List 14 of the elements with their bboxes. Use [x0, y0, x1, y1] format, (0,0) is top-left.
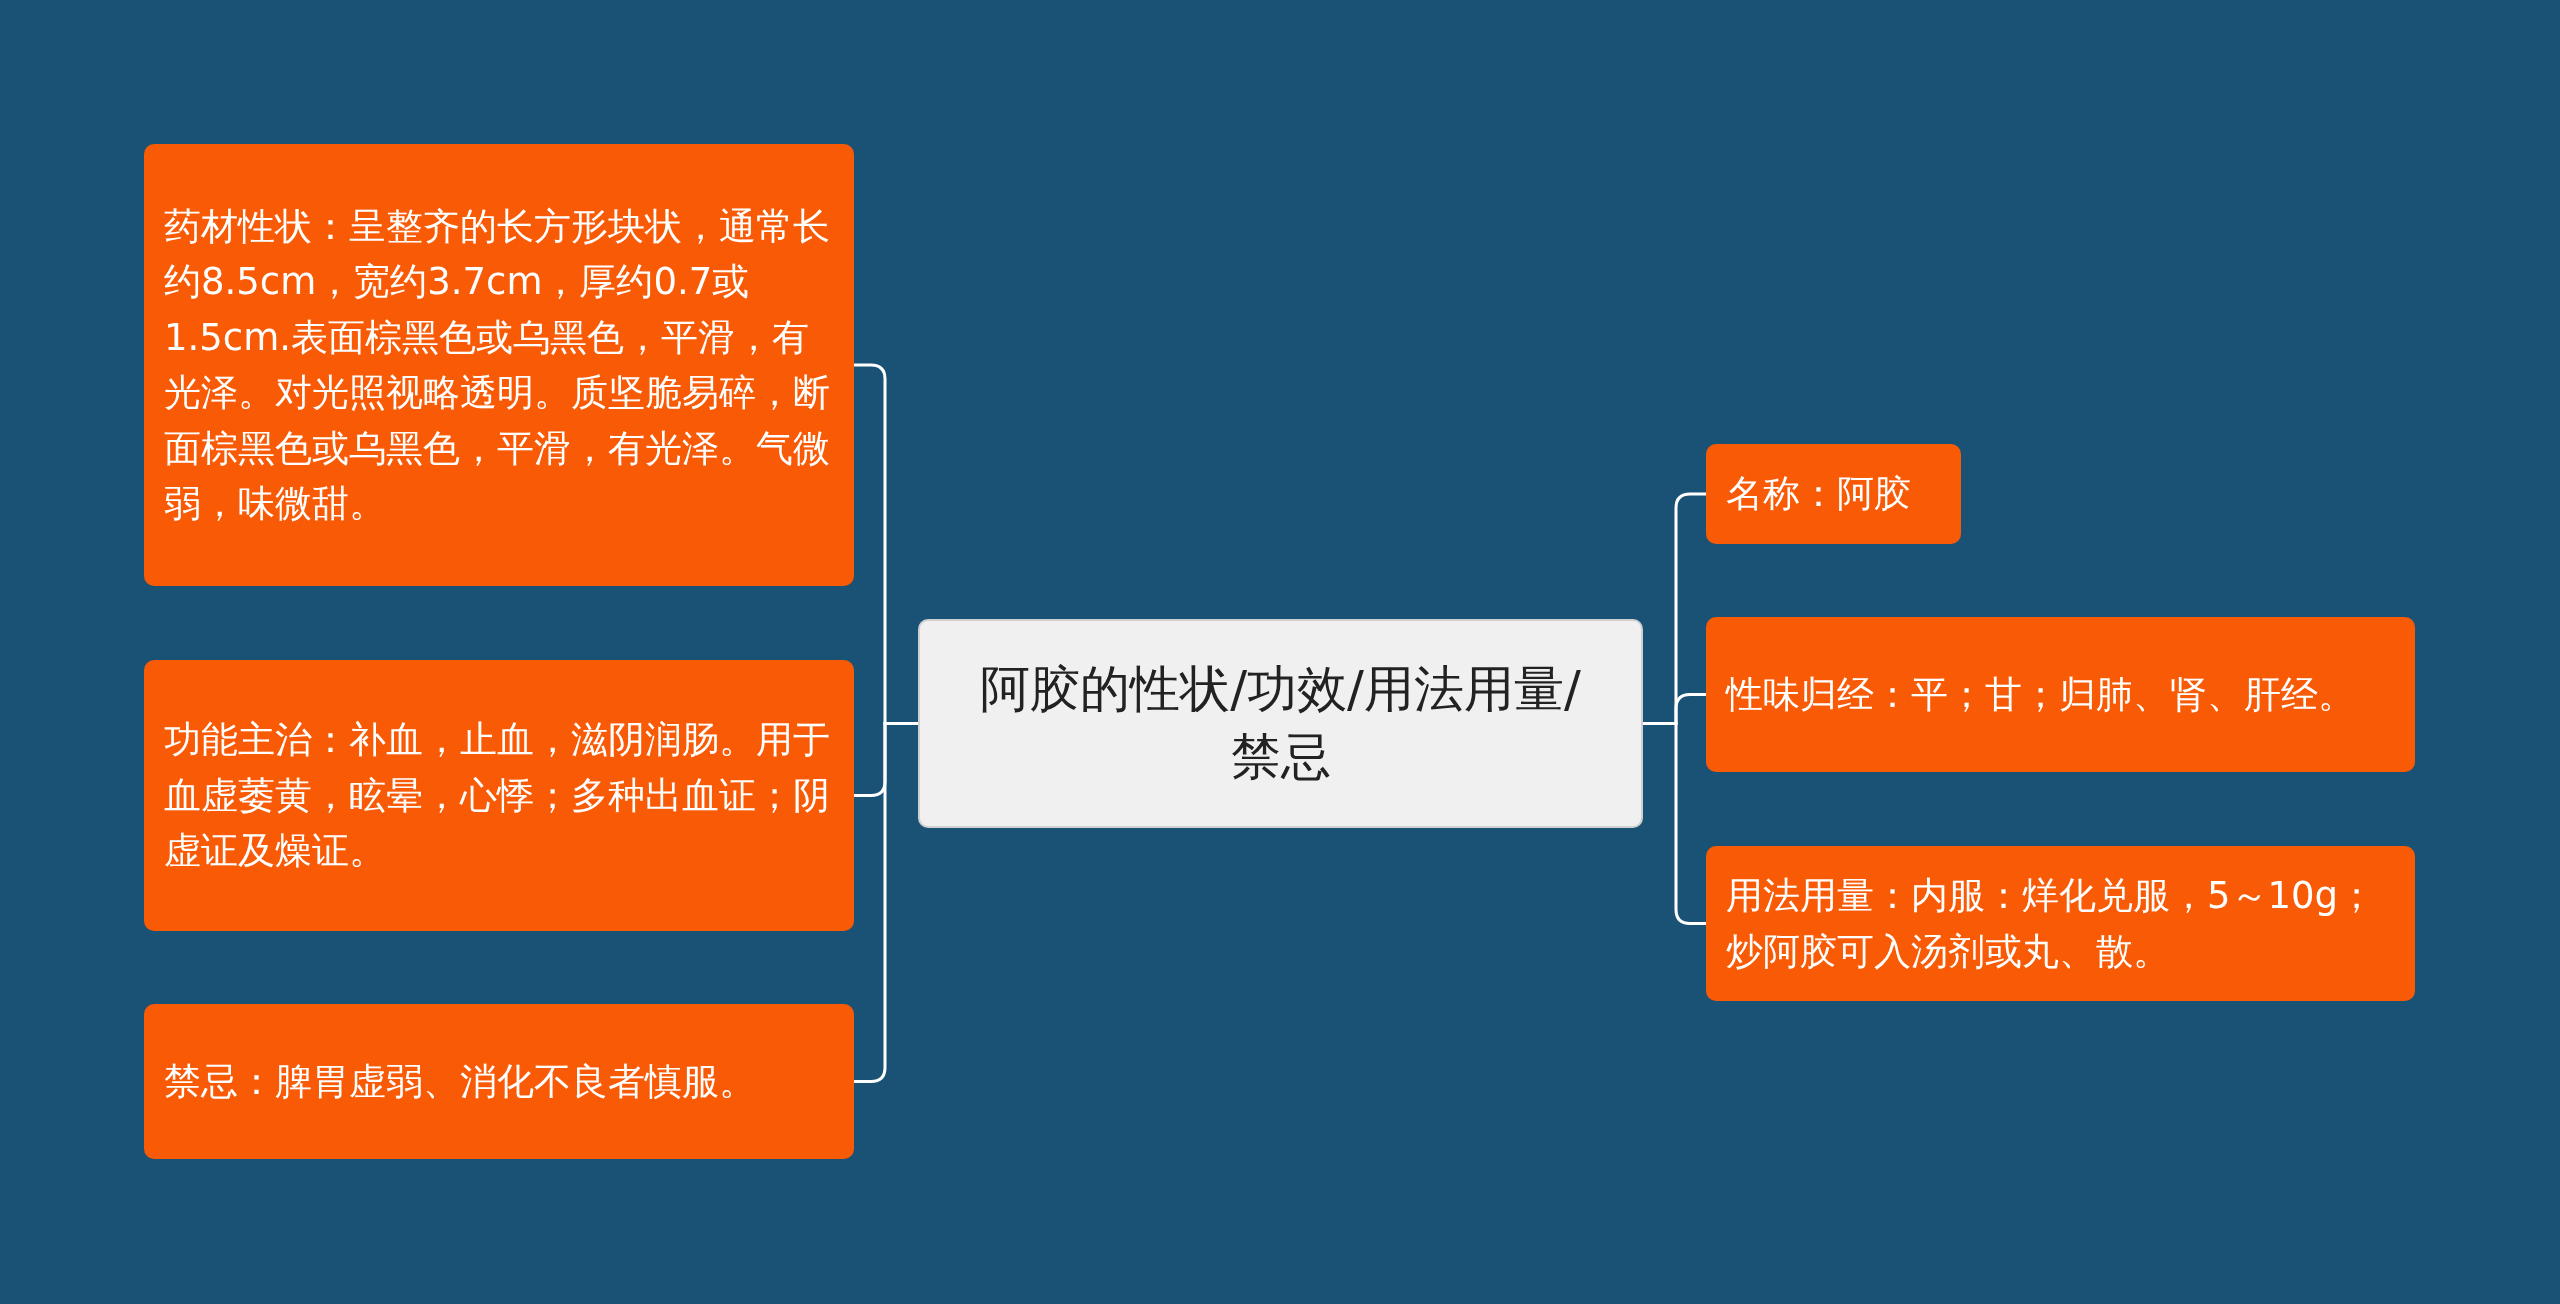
topic-box [144, 660, 854, 931]
topic-text: 性味归经：平；甘；归肺、肾、肝经。 [1726, 671, 2355, 718]
topic-text: 功能主治：补血，止血，滋阴润肠。用于血虚萎黄，眩晕，心悸；多种出血证；阴虚证及燥证。 [164, 717, 831, 875]
topic-text: 用法用量：内服：烊化兑服，5～10g；炒阿胶可入汤剂或丸、散。 [1726, 873, 2377, 975]
topic-box [1706, 444, 1961, 544]
topic-box [144, 144, 854, 586]
central-topic-box [918, 619, 1643, 828]
topic-text: 名称：阿胶 [1726, 471, 1911, 518]
topic-box [144, 1004, 854, 1159]
topic-box [1706, 617, 2415, 772]
topic-box [1706, 846, 2415, 1001]
topic-text: 禁忌：脾胃虚弱、消化不良者慎服。 [164, 1058, 756, 1105]
topic-text: 药材性状：呈整齐的长方形块状，通常长约8.5cm，宽约3.7cm，厚约0.7或1.5cm.表面棕黑色或乌黑色，平滑，有光泽。对光照视略透明。质坚脆易碎，断面棕黑色或乌黑色，平滑，有光泽。气微弱，味微甜。 [164, 203, 831, 527]
topic-text: 阿胶的性状/功效/用法用量/禁忌 [979, 659, 1582, 788]
